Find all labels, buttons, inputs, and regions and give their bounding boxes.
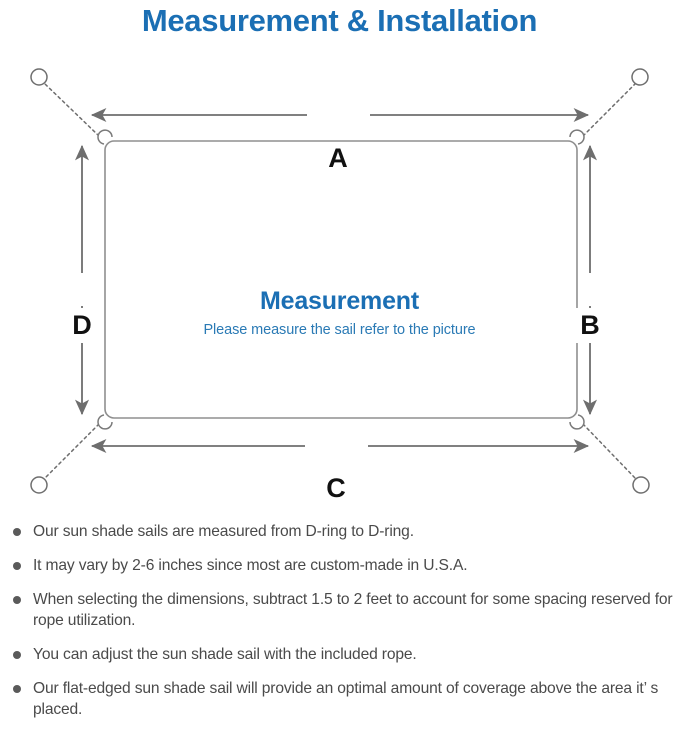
list-item-text: It may vary by 2-6 inches since most are… [33, 557, 468, 574]
d-ring-top-right [569, 129, 585, 145]
dimension-label-d: D [64, 308, 100, 343]
list-item: You can adjust the sun shade sail with t… [0, 644, 679, 665]
page-title: Measurement & Installation [141, 3, 538, 38]
list-item: Our sun shade sails are measured from D-… [0, 521, 679, 542]
list-item-text: You can adjust the sun shade sail with t… [33, 646, 417, 663]
dimension-label-c: C [305, 473, 367, 504]
bullet-icon [13, 685, 21, 693]
list-item-text: Our flat-edged sun shade sail will provi… [33, 680, 659, 718]
diagram-center-subtext: Please measure the sail refer to the pic… [203, 322, 476, 338]
rope-line-bottom-right [582, 423, 637, 480]
sail-body-outline [104, 140, 578, 419]
notes-list: Our sun shade sails are measured from D-… [0, 521, 679, 733]
sail-diagram: Measurement Please measure the sail refe… [0, 44, 679, 514]
dimension-label-a: A [307, 143, 369, 174]
rope-line-bottom-left [43, 423, 100, 480]
rope-line-top-left [43, 82, 100, 137]
list-item: It may vary by 2-6 inches since most are… [0, 555, 679, 576]
bullet-icon [13, 528, 21, 536]
d-ring-bottom-left [97, 414, 113, 430]
d-ring-top-left [97, 129, 113, 145]
sail-diagram-svg [30, 68, 650, 494]
anchor-point-top-right [631, 68, 649, 86]
d-ring-bottom-right [569, 414, 585, 430]
list-item-text: When selecting the dimensions, subtract … [33, 591, 673, 629]
bullet-icon [13, 596, 21, 604]
rope-line-top-right [582, 82, 637, 137]
list-item-text: Our sun shade sails are measured from D-… [33, 523, 414, 540]
list-item: Our flat-edged sun shade sail will provi… [0, 678, 679, 720]
diagram-center-heading: Measurement [260, 287, 419, 315]
bullet-icon [13, 651, 21, 659]
anchor-point-bottom-right [632, 476, 650, 494]
bullet-icon [13, 562, 21, 570]
anchor-point-top-left [30, 68, 48, 86]
anchor-point-bottom-left [30, 476, 48, 494]
dimension-label-b: B [572, 308, 608, 343]
list-item: When selecting the dimensions, subtract … [0, 589, 679, 631]
